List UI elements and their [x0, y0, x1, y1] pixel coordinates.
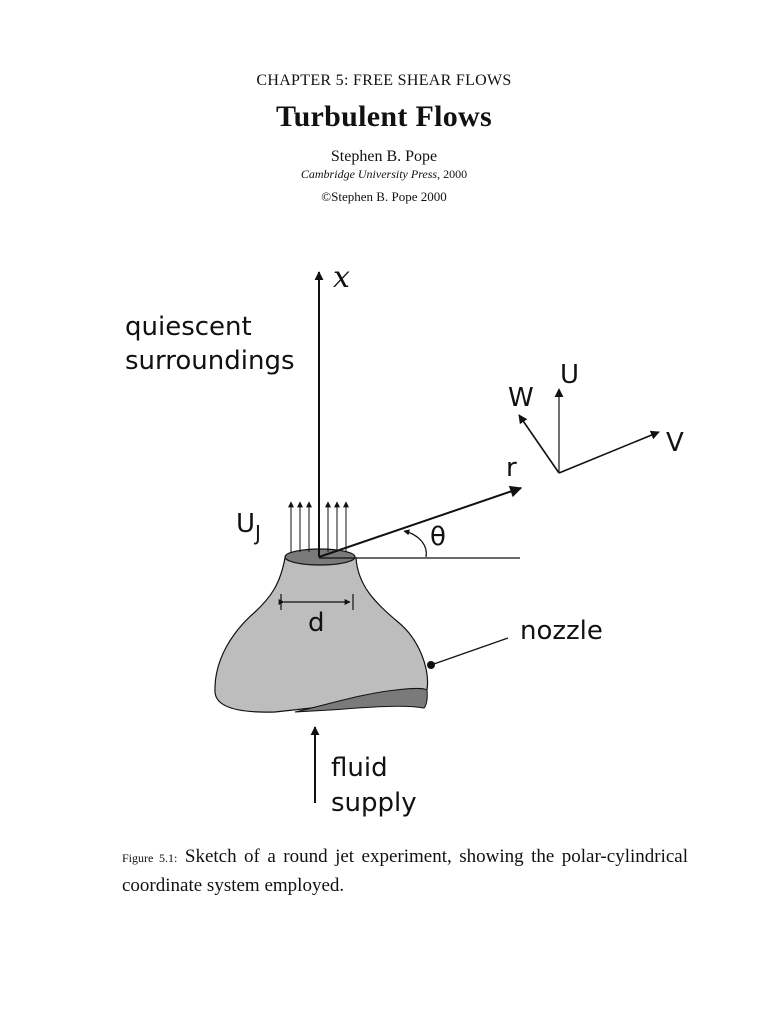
- r-direction-arrow: [318, 485, 523, 558]
- jet-velocity-subscript: J: [253, 521, 261, 545]
- jet-velocity-symbol: U: [236, 509, 255, 539]
- publication-year: 2000: [443, 167, 468, 181]
- publisher-line: Cambridge University Press, 2000: [300, 167, 468, 181]
- publisher-name: Cambridge University Press: [300, 167, 438, 181]
- x-axis-label: x: [333, 260, 350, 295]
- copyright-line: ©Stephen B. Pope 2000: [321, 189, 447, 204]
- theta-angle-arc: [403, 529, 427, 558]
- w-component-arrow: [518, 414, 560, 474]
- figure-caption: Figure 5.1: Sketch of a round jet experi…: [122, 843, 688, 900]
- u-component-label: U: [560, 360, 579, 390]
- figure-caption-text: Sketch of a round jet experiment, showin…: [122, 846, 688, 896]
- nozzle-label: nozzle: [520, 616, 603, 646]
- v-component-label: V: [666, 428, 684, 458]
- figure-number: Figure 5.1:: [122, 851, 178, 865]
- fluid-supply-label-line2: supply: [331, 788, 417, 818]
- diameter-label: d: [308, 608, 325, 638]
- nozzle-bottom-edge: [294, 688, 428, 713]
- v-component-arrow: [558, 430, 660, 474]
- theta-label: θ: [430, 522, 446, 552]
- jet-velocity-label: UJ: [236, 509, 261, 545]
- jet-velocity-arrows: [288, 501, 349, 552]
- w-component-label: W: [508, 383, 534, 413]
- quiescent-label-line1: quiescent: [125, 312, 252, 342]
- velocity-component-triad: U W V: [508, 360, 684, 474]
- quiescent-label-line2: surroundings: [125, 346, 295, 376]
- chapter-heading: CHAPTER 5: FREE SHEAR FLOWS: [256, 72, 512, 89]
- book-title: Turbulent Flows: [276, 100, 492, 133]
- fluid-supply-label-line1: fluid: [331, 753, 388, 783]
- r-label: r: [506, 453, 517, 483]
- nozzle-leader-line: [430, 637, 509, 666]
- author-name: Stephen B. Pope: [330, 148, 438, 165]
